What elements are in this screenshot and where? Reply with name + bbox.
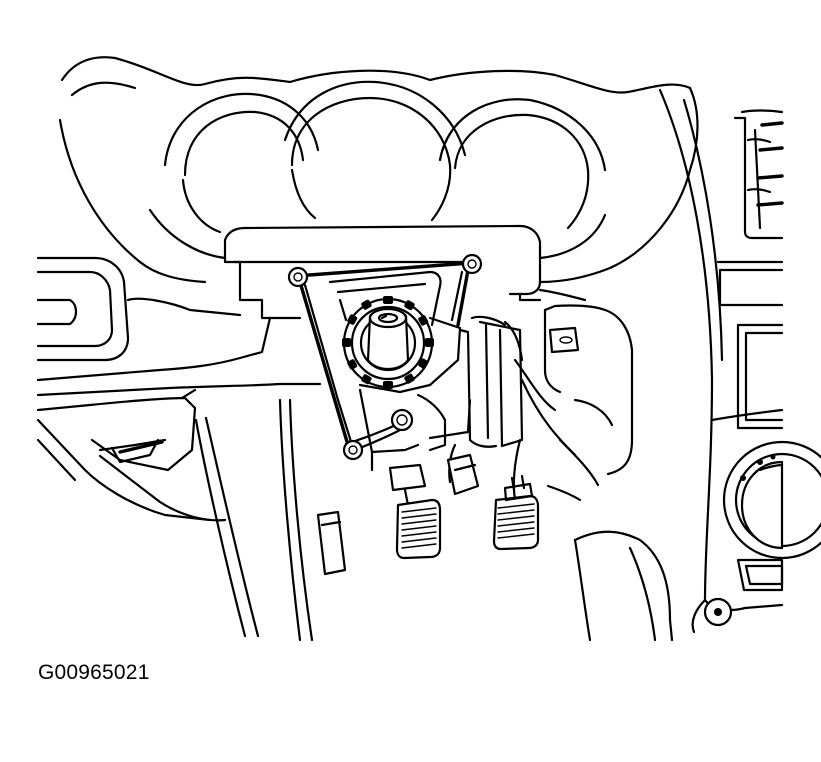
steering-shaft-gear bbox=[342, 296, 434, 389]
air-vent bbox=[733, 109, 784, 240]
figure-id-label: G00965021 bbox=[38, 661, 150, 684]
mounting-bolts bbox=[287, 253, 483, 461]
gauge-pods bbox=[163, 80, 607, 234]
right-side-bracket bbox=[538, 288, 634, 502]
left-dash-panel bbox=[36, 256, 322, 412]
instrument-cluster-hood bbox=[58, 56, 699, 284]
upper-column-cover bbox=[223, 224, 542, 320]
accelerator-pedal-area bbox=[316, 510, 347, 576]
hvac-control-knob bbox=[722, 440, 821, 592]
brake-pedal bbox=[388, 463, 442, 560]
column-housing bbox=[328, 270, 472, 472]
console-mounting-bolt bbox=[691, 597, 733, 634]
lower-dash-panel bbox=[36, 388, 314, 642]
console-switch-panel bbox=[716, 260, 784, 430]
gear-teeth bbox=[342, 296, 434, 389]
center-console-lower bbox=[573, 530, 674, 642]
clutch-pedal bbox=[446, 453, 540, 551]
